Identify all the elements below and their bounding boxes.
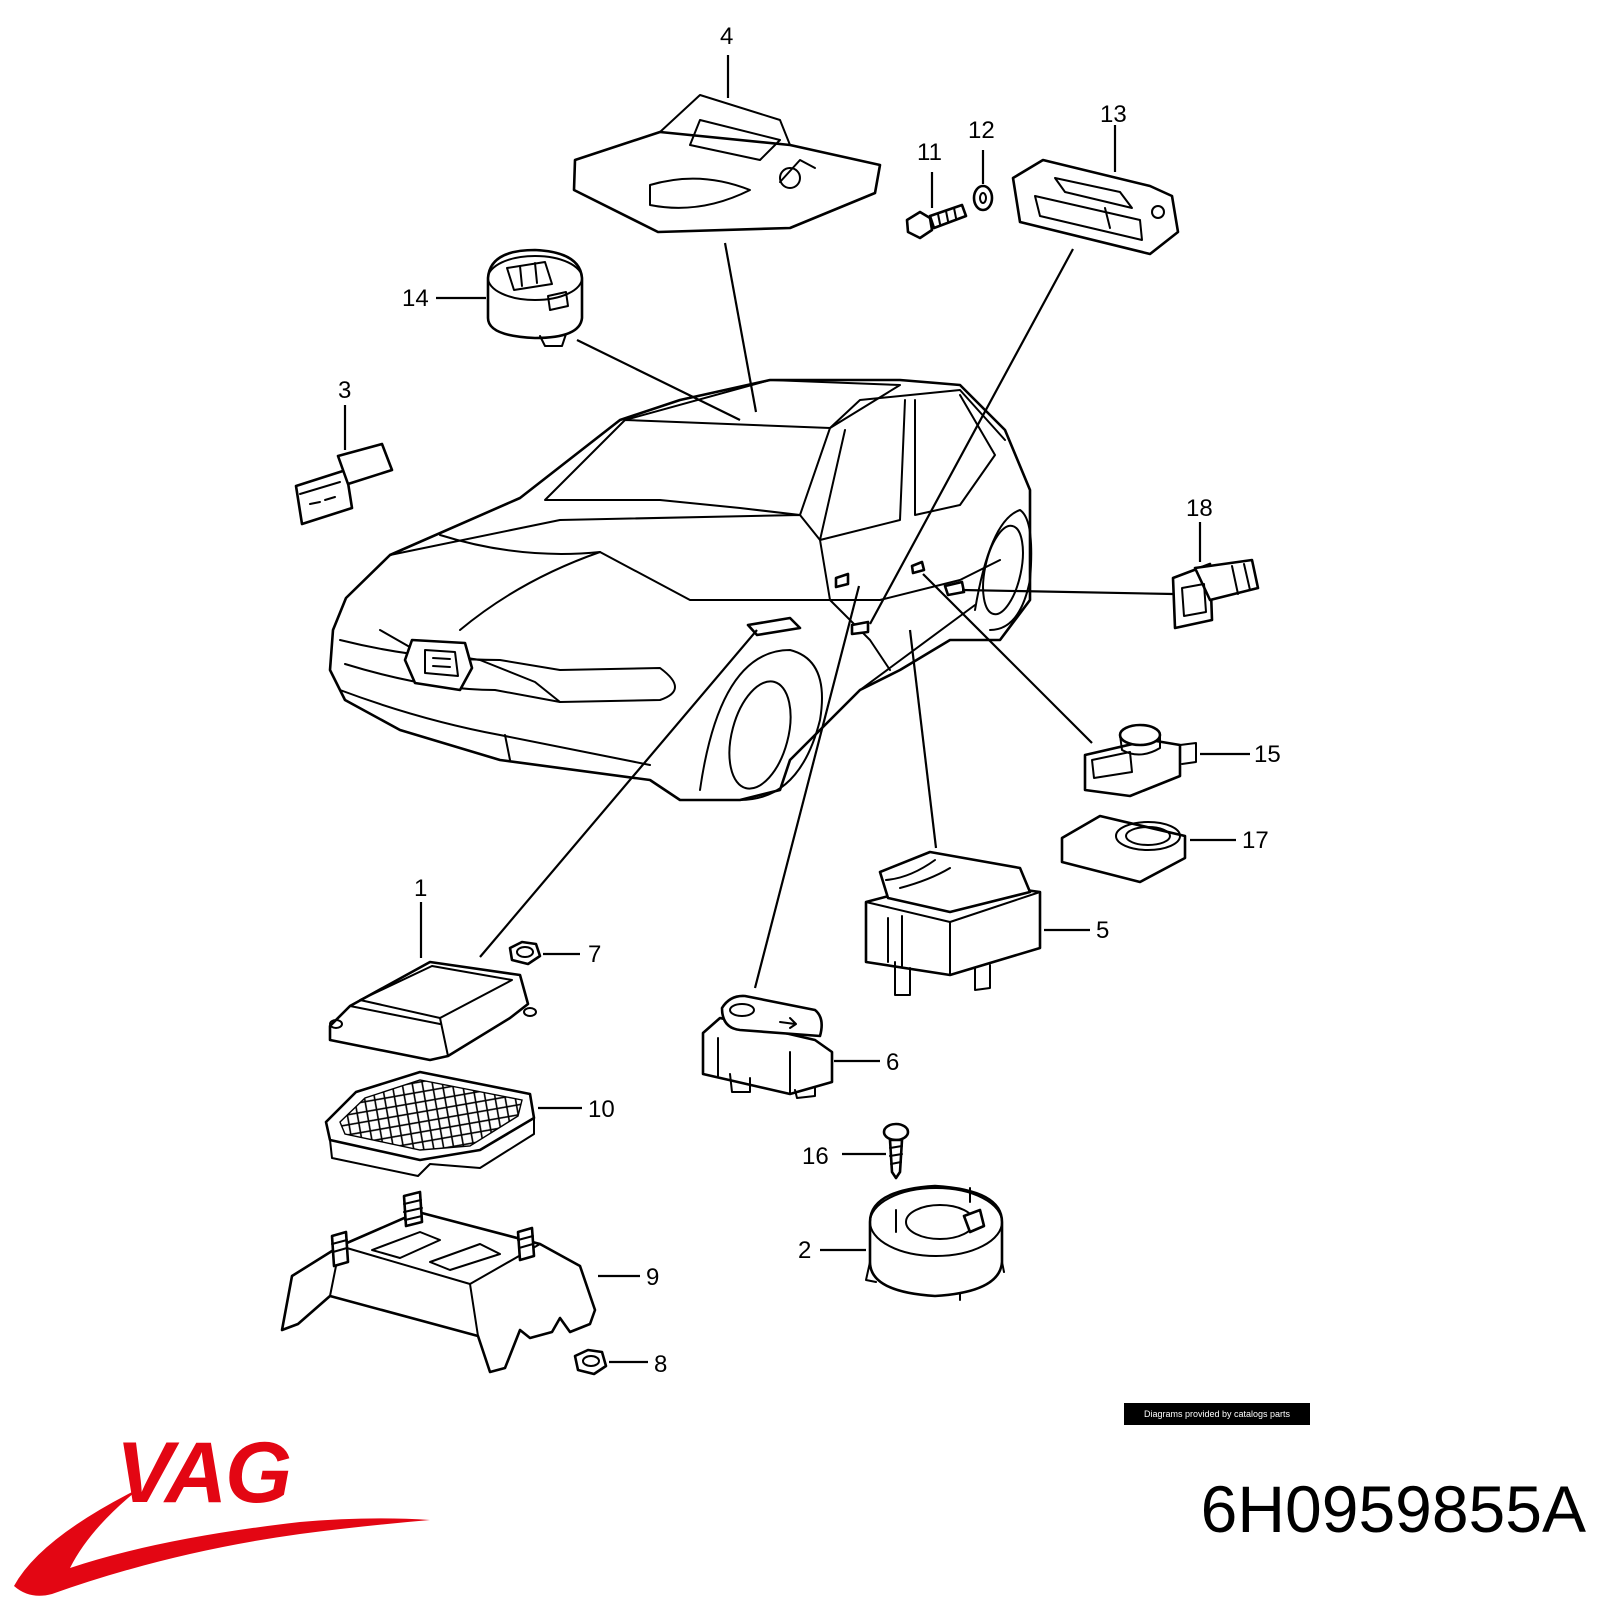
label-part-4: 4	[720, 23, 733, 50]
car-illustration	[328, 378, 1033, 802]
part-3-switch	[294, 405, 394, 526]
label-part-14: 14	[402, 285, 429, 312]
label-part-5: 5	[1096, 917, 1109, 944]
part-8-nut	[573, 1348, 648, 1376]
part-7-nut	[508, 940, 580, 966]
label-part-16: 16	[802, 1143, 829, 1170]
label-part-11: 11	[917, 139, 942, 166]
label-part-18: 18	[1186, 495, 1213, 522]
part-16-screw	[842, 1122, 910, 1180]
label-part-15: 15	[1254, 741, 1281, 768]
part-13-bracket	[1011, 125, 1180, 256]
brand-logo: VAG	[116, 1425, 292, 1521]
diagram-credit-badge: Diagrams provided by catalogs parts	[1124, 1403, 1310, 1425]
part-6-switch	[701, 994, 880, 1099]
part-11-bolt	[905, 172, 968, 240]
label-part-9: 9	[646, 1264, 659, 1291]
leader-lines	[479, 242, 1174, 989]
part-15-switch	[1083, 723, 1250, 798]
label-part-10: 10	[588, 1096, 615, 1123]
label-part-17: 17	[1242, 827, 1269, 854]
part-4-roof-module	[572, 55, 882, 234]
part-5-relay	[864, 850, 1090, 996]
label-part-7: 7	[588, 941, 601, 968]
label-part-1: 1	[414, 875, 427, 902]
part-2-clock-spring	[820, 1184, 1005, 1301]
part-18-switch	[1171, 522, 1260, 630]
label-part-13: 13	[1100, 101, 1127, 128]
part-9-mount-plate	[280, 1190, 640, 1374]
part-12-washer	[972, 150, 994, 212]
part-17-ring	[1060, 814, 1236, 884]
part-number: 6H0959855A	[1200, 1472, 1586, 1546]
part-14-sensor	[436, 248, 584, 347]
part-10-mesh-cover	[324, 1070, 582, 1177]
brand-swoosh	[14, 1488, 430, 1596]
label-part-6: 6	[886, 1049, 899, 1076]
label-part-8: 8	[654, 1351, 667, 1378]
label-part-3: 3	[338, 377, 351, 404]
callout-labels: 4 11 12 13 14 3 18 15 17 1 5 7 6 10 16 2…	[338, 23, 1281, 1378]
label-part-2: 2	[798, 1237, 811, 1264]
part-1-control-unit	[328, 902, 537, 1062]
label-part-12: 12	[968, 117, 995, 144]
